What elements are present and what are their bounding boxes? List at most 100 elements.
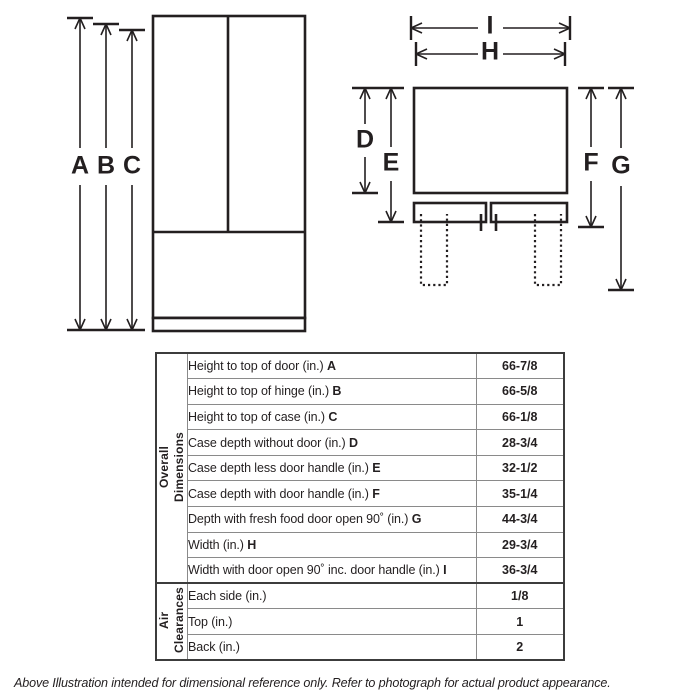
row-description: Case depth with door handle (in.) F xyxy=(187,480,477,508)
row-value: 66-5/8 xyxy=(475,378,565,405)
row-key-letter: C xyxy=(328,409,338,424)
row-value: 28-3/4 xyxy=(475,429,565,456)
row-description: Width (in.) H xyxy=(187,531,477,559)
dimension-i-arrow-right-icon xyxy=(558,22,571,34)
top-view-drawing xyxy=(412,86,569,287)
dimension-f: F xyxy=(578,86,604,229)
top-view-right-door-swing-outline xyxy=(533,214,563,287)
dimension-a-arrow-up-icon xyxy=(74,17,86,30)
category-label-line2: Clearances xyxy=(172,587,186,654)
dimension-e-arrow-down-icon xyxy=(385,210,397,223)
front-view-drawing xyxy=(151,14,307,333)
category-cell-air-clearances: Air Clearances xyxy=(155,582,188,661)
row-description: Height to top of case (in.) C xyxy=(187,403,477,431)
front-view-toekick xyxy=(151,316,307,333)
dimension-b-arrow-down-icon xyxy=(100,318,112,331)
row-key-letter: F xyxy=(372,486,380,501)
dimension-c-label: C xyxy=(123,152,141,180)
row-description-text: Width with door open 90˚ inc. door handl… xyxy=(188,563,444,578)
dimension-b: B xyxy=(93,22,119,332)
dimension-e-label: E xyxy=(383,149,400,177)
row-description: Height to top of hinge (in.) B xyxy=(187,378,477,405)
row-description-text: Case depth without door (in.) xyxy=(188,435,349,450)
row-value: 2 xyxy=(475,634,565,661)
table-row: Back (in.) 2 xyxy=(156,634,565,661)
row-value: 35-1/4 xyxy=(475,480,565,508)
dimensions-table-body: Overall Dimensions Height to top of door… xyxy=(155,352,565,661)
dimensions-table: Overall Dimensions Height to top of door… xyxy=(155,352,565,662)
row-description-text: Width (in.) xyxy=(188,537,248,552)
dimension-c: C xyxy=(119,28,145,332)
row-key-letter: I xyxy=(443,563,447,578)
table-row: Width with door open 90˚ inc. door handl… xyxy=(156,557,565,584)
dimension-h-label: H xyxy=(481,38,499,66)
top-view-right-door xyxy=(489,201,569,224)
dimension-a: A xyxy=(67,16,93,332)
row-key-letter: E xyxy=(372,461,381,476)
table-row: Height to top of case (in.) C 66-1/8 xyxy=(156,403,565,431)
dimension-h-arrow-left-icon xyxy=(415,48,428,60)
dimension-g-label: G xyxy=(611,152,630,180)
dimension-h: H xyxy=(414,38,567,66)
category-label-line2: Dimensions xyxy=(172,431,186,502)
row-key-letter: H xyxy=(247,537,257,552)
table-row: Height to top of hinge (in.) B 66-5/8 xyxy=(156,378,565,405)
row-description: Depth with fresh food door open 90˚ (in.… xyxy=(187,506,477,533)
table-row: Top (in.) 1 xyxy=(156,608,565,636)
row-description-text: Height to top of hinge (in.) xyxy=(188,384,333,399)
dimension-a-label: A xyxy=(71,152,89,180)
category-label-line1: Overall xyxy=(157,445,171,488)
dimension-d-label: D xyxy=(356,126,374,154)
row-value: 66-1/8 xyxy=(475,403,565,431)
row-description: Back (in.) xyxy=(187,634,477,661)
table-row: Depth with fresh food door open 90˚ (in.… xyxy=(156,506,565,533)
row-description-text: Case depth less door handle (in.) xyxy=(188,461,373,476)
row-value: 1/8 xyxy=(475,582,565,610)
footnote-text: Above Illustration intended for dimensio… xyxy=(14,676,611,690)
dimension-e-arrow-up-icon xyxy=(385,87,397,100)
dimension-e: E xyxy=(378,86,404,224)
table-row: Width (in.) H 29-3/4 xyxy=(156,531,565,559)
table-row: Case depth less door handle (in.) E 32-1… xyxy=(156,454,565,482)
dimension-g: G xyxy=(608,86,634,292)
row-value: 32-1/2 xyxy=(475,454,565,482)
dimension-d: D xyxy=(352,86,378,195)
dimension-g-arrow-down-icon xyxy=(615,278,627,291)
row-description-text: Depth with fresh food door open 90˚ (in.… xyxy=(188,512,412,527)
table-row: Case depth without door (in.) D 28-3/4 xyxy=(156,429,565,456)
row-key-letter: D xyxy=(348,435,358,450)
dimension-d-arrow-down-icon xyxy=(359,181,371,194)
row-value: 36-3/4 xyxy=(475,557,565,584)
top-view-case-outline xyxy=(412,86,569,195)
table-row: Air Clearances Each side (in.) 1/8 xyxy=(155,582,565,661)
dimension-h-arrow-right-icon xyxy=(553,48,566,60)
row-value: 29-3/4 xyxy=(475,531,565,559)
dimension-g-arrow-up-icon xyxy=(615,87,627,100)
top-view-left-door-swing-outline xyxy=(419,214,449,287)
dimension-b-arrow-up-icon xyxy=(100,23,112,36)
dimension-i-arrow-left-icon xyxy=(410,22,423,34)
row-description: Each side (in.) xyxy=(187,582,477,610)
table-row: Case depth with door handle (in.) F 35-1… xyxy=(156,480,565,508)
row-description: Case depth less door handle (in.) E xyxy=(187,454,477,482)
row-value: 66-7/8 xyxy=(475,352,565,380)
dimension-d-arrow-up-icon xyxy=(359,87,371,100)
row-key-letter: A xyxy=(326,359,336,374)
table-row: Overall Dimensions Height to top of door… xyxy=(155,352,565,584)
row-description: Top (in.) xyxy=(187,608,477,636)
row-description: Height to top of door (in.) A xyxy=(187,352,477,380)
category-cell-overall-dimensions: Overall Dimensions xyxy=(155,352,188,584)
category-label-line1: Air xyxy=(157,611,171,629)
dimension-i-label: I xyxy=(487,12,494,40)
top-view-left-door xyxy=(412,201,488,224)
row-key-letter: G xyxy=(411,512,422,527)
row-key-letter: B xyxy=(332,384,342,399)
row-value: 1 xyxy=(475,608,565,636)
row-value: 44-3/4 xyxy=(475,506,565,533)
dimension-c-arrow-down-icon xyxy=(126,318,138,331)
dimension-b-label: B xyxy=(97,152,115,180)
row-description: Width with door open 90˚ inc. door handl… xyxy=(187,557,477,584)
dimension-i: I xyxy=(409,12,572,40)
